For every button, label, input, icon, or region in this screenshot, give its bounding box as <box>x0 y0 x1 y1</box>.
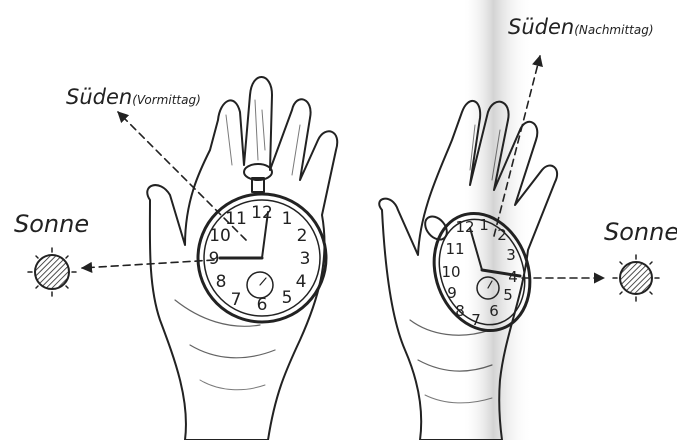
right-dial-number-4: 4 <box>508 268 518 286</box>
dial-number-9: 9 <box>209 249 220 269</box>
left-south-qualifier: (Vormittag) <box>132 93 201 107</box>
dial-number-3: 3 <box>300 249 311 269</box>
right-south-qualifier: (Nachmittag) <box>574 23 653 37</box>
dial-number-7: 7 <box>231 290 242 310</box>
right-sun-icon <box>613 255 659 301</box>
left-south-word: Süden <box>66 85 132 109</box>
right-dial-number-3: 3 <box>506 246 516 264</box>
left-sun-icon <box>28 248 76 296</box>
right-dial-number-1: 1 <box>479 216 489 234</box>
dial-number-12: 12 <box>251 203 273 223</box>
left-sun-label: Sonne <box>14 210 89 238</box>
dial-number-11: 11 <box>225 209 247 229</box>
right-dial-number-10: 10 <box>441 263 460 281</box>
left-sun-arrow <box>82 260 214 268</box>
dial-number-5: 5 <box>282 288 293 308</box>
right-sun-label: Sonne <box>604 218 677 246</box>
dial-number-1: 1 <box>282 209 293 229</box>
right-south-word: Süden <box>508 15 574 39</box>
dial-number-8: 8 <box>216 272 227 292</box>
dial-number-10: 10 <box>209 226 231 246</box>
right-dial-number-6: 6 <box>489 302 499 320</box>
right-dial-number-7: 7 <box>471 311 481 329</box>
right-dial-number-11: 11 <box>445 240 464 258</box>
right-dial-number-2: 2 <box>497 226 507 244</box>
dial-number-4: 4 <box>296 272 307 292</box>
dial-number-2: 2 <box>297 226 308 246</box>
right-dial-number-8: 8 <box>455 302 465 320</box>
right-dial-number-5: 5 <box>503 286 513 304</box>
left-south-label: Süden(Vormittag) <box>66 85 201 109</box>
right-dial-number-9: 9 <box>447 284 457 302</box>
left-figure: 12 1 2 3 4 5 6 7 8 9 10 11 <box>14 77 337 440</box>
right-south-label: Süden(Nachmittag) <box>508 15 654 39</box>
left-south-arrow <box>118 112 246 240</box>
left-watch-crown <box>244 164 272 192</box>
